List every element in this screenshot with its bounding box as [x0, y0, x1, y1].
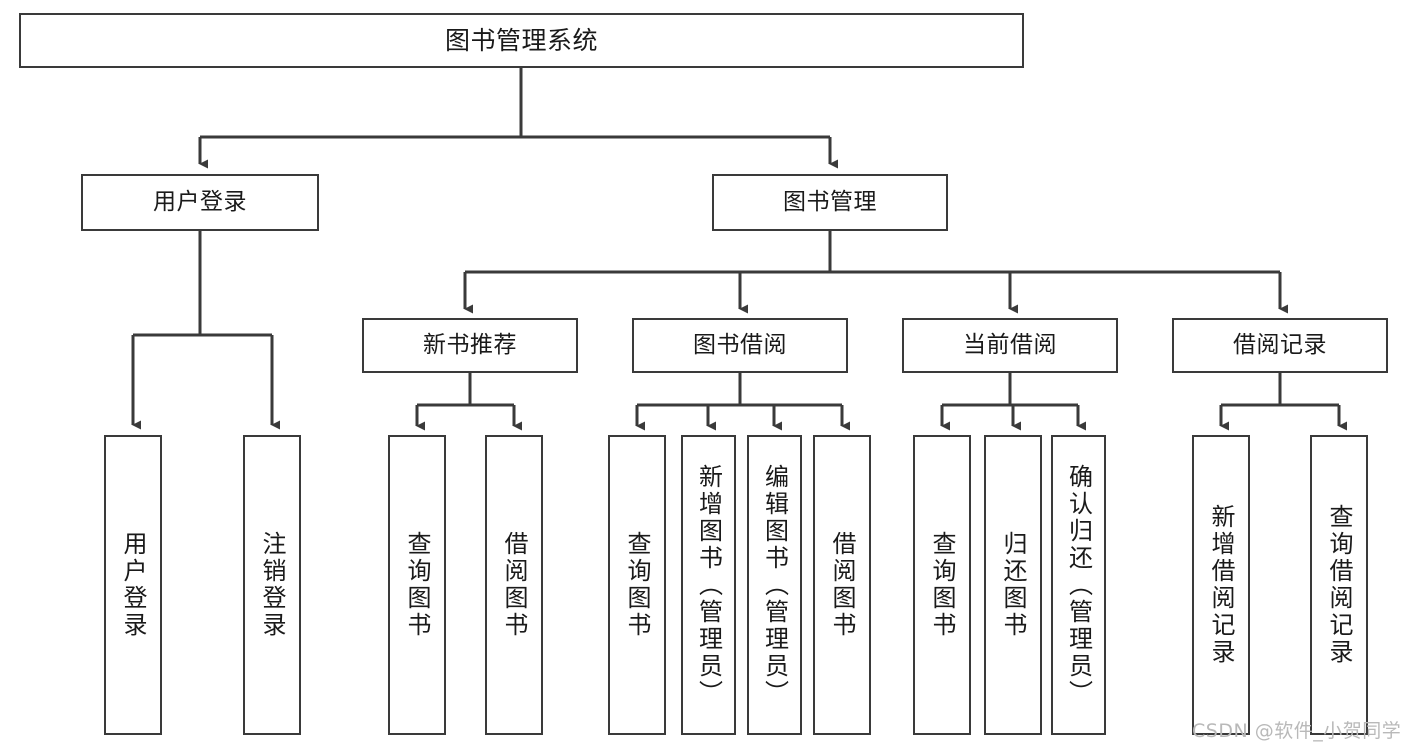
node-leaf-query-books-current[interactable]: 查询图书 — [913, 435, 971, 735]
node-leaf-add-borrow-record[interactable]: 新增借阅记录 — [1192, 435, 1250, 735]
node-label: 借阅图书 — [500, 531, 528, 639]
node-label: 用户登录 — [119, 531, 147, 639]
node-label: 借阅记录 — [1233, 331, 1327, 358]
node-user-login[interactable]: 用户登录 — [81, 174, 319, 231]
node-leaf-logout[interactable]: 注销登录 — [243, 435, 301, 735]
node-leaf-borrow-books[interactable]: 借阅图书 — [813, 435, 871, 735]
node-book-borrowing[interactable]: 图书借阅 — [632, 318, 848, 373]
node-new-book-recommendation[interactable]: 新书推荐 — [362, 318, 578, 373]
node-label: 查询借阅记录 — [1325, 504, 1353, 666]
node-label: 查询图书 — [403, 531, 431, 639]
node-label: 归还图书 — [999, 531, 1027, 639]
node-label: 新增借阅记录 — [1207, 504, 1235, 666]
node-leaf-add-book-admin[interactable]: 新增图书（管理员） — [681, 435, 736, 735]
node-leaf-query-books-borrow[interactable]: 查询图书 — [608, 435, 666, 735]
node-leaf-return-books[interactable]: 归还图书 — [984, 435, 1042, 735]
node-label: 图书管理 — [783, 188, 877, 215]
node-label: 查询图书 — [623, 531, 651, 639]
node-label: 新增图书（管理员） — [694, 463, 723, 707]
node-label: 编辑图书（管理员） — [760, 463, 789, 707]
node-label: 新书推荐 — [423, 331, 517, 358]
node-label: 注销登录 — [258, 531, 286, 639]
node-borrow-records[interactable]: 借阅记录 — [1172, 318, 1388, 373]
node-label: 图书借阅 — [693, 331, 787, 358]
node-root-book-management-system[interactable]: 图书管理系统 — [19, 13, 1024, 68]
node-leaf-query-borrow-record[interactable]: 查询借阅记录 — [1310, 435, 1368, 735]
node-label: 借阅图书 — [828, 531, 856, 639]
node-book-management[interactable]: 图书管理 — [712, 174, 948, 231]
node-leaf-confirm-return-admin[interactable]: 确认归还（管理员） — [1051, 435, 1106, 735]
node-label: 当前借阅 — [963, 331, 1057, 358]
node-leaf-borrow-books-new[interactable]: 借阅图书 — [485, 435, 543, 735]
csdn-watermark: CSDN @软件_小贺同学 — [1192, 720, 1402, 742]
node-label: 图书管理系统 — [444, 25, 598, 55]
node-leaf-query-books-new[interactable]: 查询图书 — [388, 435, 446, 735]
node-label: 确认归还（管理员） — [1064, 463, 1093, 707]
node-current-borrowing[interactable]: 当前借阅 — [902, 318, 1118, 373]
node-leaf-user-login[interactable]: 用户登录 — [104, 435, 162, 735]
node-label: 用户登录 — [153, 188, 247, 215]
node-leaf-edit-book-admin[interactable]: 编辑图书（管理员） — [747, 435, 802, 735]
node-label: 查询图书 — [928, 531, 956, 639]
